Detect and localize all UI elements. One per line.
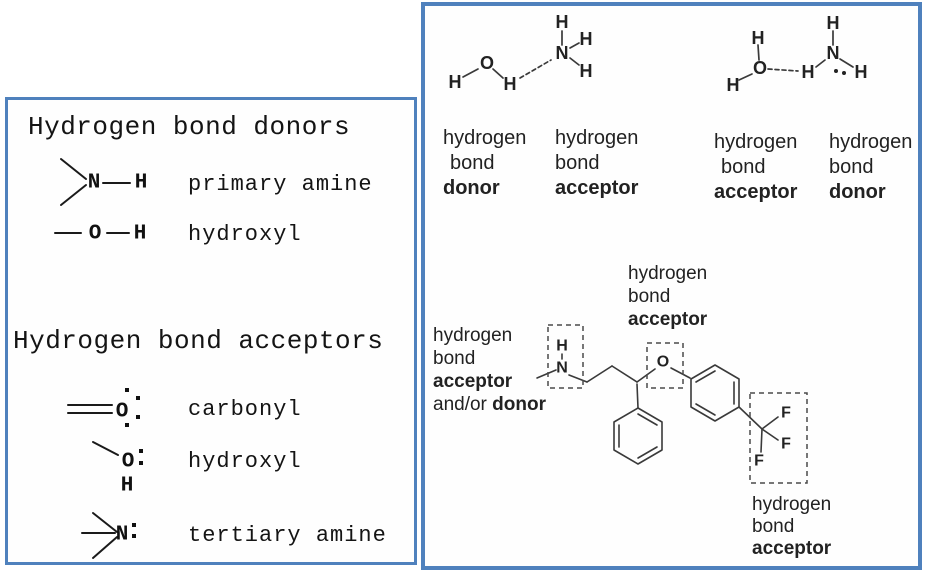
hydrogen-atom: H (135, 172, 148, 195)
label-line: bond (555, 152, 600, 174)
label-line-bold: acceptor (752, 538, 832, 559)
bond-lines (81, 512, 118, 559)
label-line: bond (829, 156, 874, 178)
ether-site-label: hydrogen bond acceptor (628, 262, 707, 331)
lone-pair-dots (125, 388, 140, 427)
hydrogen-atom: H (752, 28, 765, 48)
fluorine-atom: F (754, 453, 764, 470)
bond-lines (536, 353, 779, 453)
andor-bold-text: donor (492, 394, 546, 415)
carbonyl-structure: O (67, 388, 140, 427)
hydrogen-bond-examples-panel: H O H N H H H H O H H N H H (421, 2, 922, 570)
label-line: hydrogen (628, 263, 708, 284)
pair2-acceptor-label: hydrogen bond acceptor (714, 130, 797, 205)
water-ammonia-pair1-structure: H O H N H H H (449, 12, 593, 94)
oxygen-atom: O (753, 58, 767, 78)
label-line: bond (450, 152, 495, 174)
lone-pair-dots (132, 523, 136, 538)
label-line: hydrogen (829, 131, 913, 153)
nitrogen-atom: N (827, 43, 840, 63)
nh-site-box (547, 324, 584, 389)
phenyl-ring (613, 407, 663, 465)
label-line: hydrogen (752, 494, 832, 515)
amine-site-label: hydrogen bond acceptor and/or donor (433, 324, 546, 416)
drug-molecule-structure: H N O F F F (536, 324, 808, 484)
label-line-bold: donor (829, 181, 886, 203)
oxygen-atom: O (89, 223, 102, 246)
label-line: hydrogen (433, 325, 513, 346)
pair1-donor-label: hydrogen bond donor (443, 126, 526, 201)
hydrogen-atom: H (580, 29, 593, 49)
nitrogen-atom: N (88, 172, 101, 195)
label-line-bold: acceptor (555, 177, 639, 199)
hydroxyl-acceptor-structure: O H (92, 441, 143, 498)
cf3-site-box (749, 392, 808, 484)
hydrogen-atom: H (827, 13, 840, 33)
bond-lines (462, 30, 580, 79)
carbonyl-label: carbonyl (188, 397, 302, 422)
hydrogen-atom: H (121, 475, 134, 498)
oxygen-atom: O (122, 451, 135, 474)
label-line: hydrogen (555, 127, 639, 149)
bond-lines (92, 441, 119, 456)
hydrogen-atom: H (727, 75, 740, 95)
water-ammonia-pair2-structure: H O H H N H H (727, 13, 868, 95)
acceptors-heading: Hydrogen bond acceptors (13, 326, 384, 356)
lone-pair-dots (834, 69, 846, 75)
fluorine-atom: F (781, 436, 791, 453)
label-line: bond (721, 156, 766, 178)
tertiary-amine-structure: N (81, 512, 136, 559)
donor-acceptor-glossary-panel: Hydrogen bond donors N H primary amine O… (5, 97, 417, 565)
tertiary-amine-label: tertiary amine (188, 523, 387, 548)
hydrogen-atom: H (556, 338, 568, 355)
label-line-bold: acceptor (714, 181, 798, 203)
label-line-mixed: and/or donor (433, 393, 546, 416)
aryl-ring-double-bonds (695, 370, 735, 416)
bond-lines (60, 158, 131, 206)
hydrogen-atom: H (556, 12, 569, 32)
hydrogen-atom: H (855, 62, 868, 82)
bond-lines (738, 30, 854, 81)
oxygen-atom: O (480, 53, 494, 73)
primary-amine-structure: N H (60, 158, 148, 206)
phenyl-ring-double-bonds (618, 413, 658, 459)
pair2-donor-label: hydrogen bond donor (829, 130, 912, 205)
ether-site-box (646, 342, 684, 389)
label-line-bold: donor (443, 177, 500, 199)
label-line: bond (433, 348, 476, 369)
cf3-site-label: hydrogen bond acceptor (752, 494, 831, 560)
oxygen-atom: O (657, 354, 669, 371)
primary-amine-label: primary amine (188, 172, 373, 197)
label-line: hydrogen (714, 131, 798, 153)
label-line: bond (752, 516, 795, 537)
nitrogen-atom: N (116, 524, 129, 547)
hydrogen-atom: H (802, 62, 815, 82)
label-line-bold: acceptor (628, 309, 708, 330)
andor-text: and/or (433, 394, 493, 415)
donors-heading: Hydrogen bond donors (28, 112, 351, 142)
label-line-bold: acceptor (433, 371, 513, 392)
hydrogen-atom: H (504, 74, 517, 94)
lone-pair-dots (139, 449, 143, 465)
label-line: hydrogen (443, 127, 527, 149)
hydroxyl-acceptor-label: hydroxyl (188, 449, 302, 474)
oxygen-atom: O (116, 401, 129, 424)
hydrogen-atom: H (580, 61, 593, 81)
hydroxyl-donor-label: hydroxyl (188, 222, 302, 247)
nitrogen-atom: N (556, 43, 569, 63)
hydroxyl-donor-structure: O H (54, 223, 147, 246)
bond-lines (67, 404, 113, 414)
hydrogen-atom: H (134, 223, 147, 246)
aryl-ring (690, 364, 740, 422)
pair1-acceptor-label: hydrogen bond acceptor (555, 126, 638, 201)
nitrogen-atom: N (556, 360, 568, 377)
hydrogen-atom: H (449, 72, 462, 92)
label-line: bond (628, 286, 671, 307)
fluorine-atom: F (781, 405, 791, 422)
